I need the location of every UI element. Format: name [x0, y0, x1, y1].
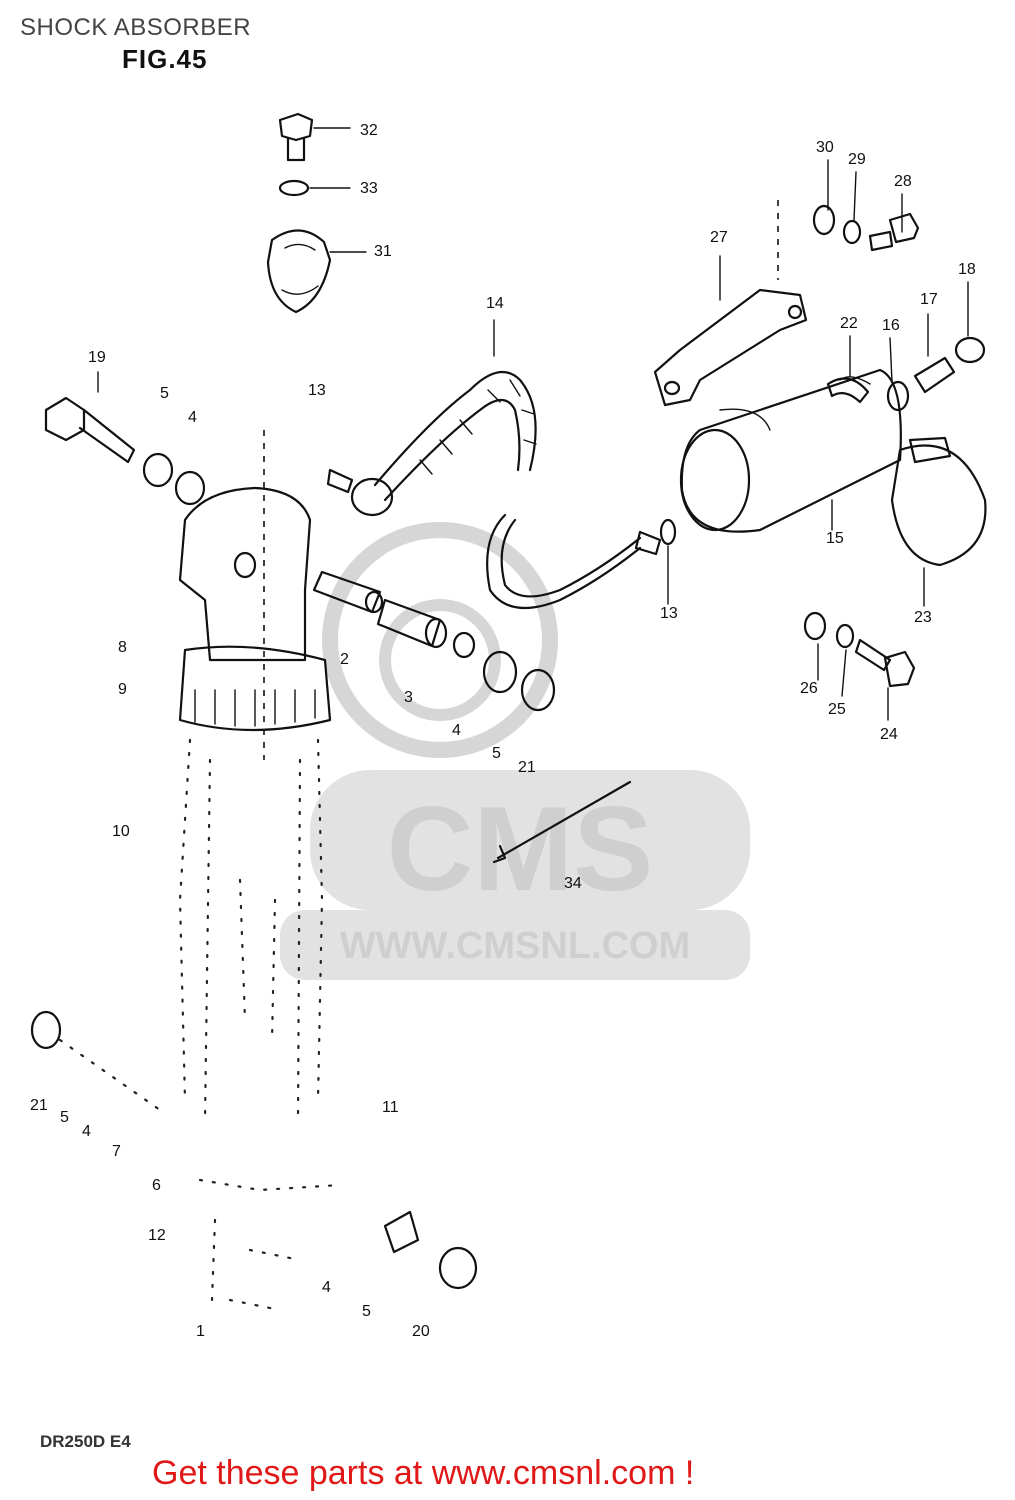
callout-5-lower: 5: [60, 1109, 69, 1126]
callout-12: 12: [148, 1227, 166, 1244]
callout-25: 25: [828, 701, 846, 718]
callout-4-bottom: 4: [322, 1279, 331, 1296]
cap-18: [954, 336, 986, 364]
figure-label: FIG.45: [122, 44, 208, 74]
washer-29: [842, 219, 862, 245]
callout-13-right: 13: [660, 605, 678, 622]
callout-4-top: 4: [188, 409, 197, 426]
bushing-21-lower: [30, 1010, 162, 1112]
spacer-5-top: [142, 452, 174, 488]
bushing-21: [520, 668, 556, 712]
reservoir-15: [679, 368, 902, 533]
callout-24: 24: [880, 726, 898, 743]
hose-lower: [486, 513, 662, 610]
watermark-logo-text: CMS: [387, 782, 654, 916]
callout-7: 7: [112, 1143, 121, 1160]
callout-6: 6: [152, 1177, 161, 1194]
cmsnl-parts-link[interactable]: Get these parts at www.cmsnl.com !: [152, 1454, 695, 1492]
callout-5-bottom: 5: [362, 1303, 371, 1320]
watermark-url: WWW.CMSNL.COM: [340, 925, 690, 967]
callout-28: 28: [894, 173, 912, 190]
callout-17: 17: [920, 291, 938, 308]
callout-2: 2: [340, 651, 349, 668]
callout-11: 11: [382, 1099, 399, 1116]
washer-26: [803, 611, 827, 641]
callout-1: 1: [196, 1323, 205, 1340]
callout-19: 19: [88, 349, 106, 366]
callout-20: 20: [412, 1323, 430, 1340]
callout-33: 33: [360, 180, 378, 197]
watermark: CMS WWW.CMSNL.COM: [280, 522, 750, 980]
callout-34: 34: [564, 875, 582, 892]
collar-2: [312, 570, 384, 614]
callout-29: 29: [848, 151, 866, 168]
oring-4-top: [174, 470, 206, 506]
callout-14: 14: [486, 295, 504, 312]
callout-30: 30: [816, 139, 834, 156]
callout-26: 26: [800, 680, 818, 697]
shock-absorber-body: [178, 430, 342, 1312]
callout-5-top: 5: [160, 385, 169, 402]
spacer-5-mid: [482, 650, 518, 694]
bolt-28: [868, 212, 920, 252]
callout-21-lower: 21: [30, 1097, 48, 1114]
callout-labels: 32 33 31 14 30 29 28 27 18 17 22 16 19 5…: [30, 122, 976, 1340]
leader-lines: [97, 127, 969, 721]
callout-3: 3: [404, 689, 413, 706]
pin-34: [492, 780, 632, 864]
washer-25: [835, 623, 855, 649]
model-code: DR250D E4: [40, 1432, 131, 1451]
callout-15: 15: [826, 530, 844, 547]
callout-5-mid: 5: [492, 745, 501, 762]
oring-4-mid: [452, 631, 476, 659]
hose-14: [326, 370, 537, 517]
washer-30: [812, 204, 836, 236]
clamp-31: [266, 229, 332, 314]
bolt-19: [44, 396, 136, 464]
callout-13-top: 13: [308, 382, 326, 399]
callout-16: 16: [882, 317, 900, 334]
page-title: SHOCK ABSORBER: [20, 14, 252, 41]
bolt-24: [854, 638, 916, 688]
washer-33: [278, 179, 310, 197]
callout-8: 8: [118, 639, 127, 656]
washer-13b: [659, 518, 677, 546]
clamp-23: [890, 436, 987, 567]
washer-16: [886, 380, 910, 412]
spacer-20: [383, 1210, 478, 1290]
callout-10: 10: [112, 823, 130, 840]
callout-18: 18: [958, 261, 976, 278]
callout-23: 23: [914, 609, 932, 626]
callout-21-mid: 21: [518, 759, 536, 776]
callout-22: 22: [840, 315, 858, 332]
band-22: [826, 377, 870, 404]
collar-3: [376, 598, 448, 649]
callout-31: 31: [374, 243, 392, 260]
callout-9: 9: [118, 681, 127, 698]
bracket-27: [653, 200, 808, 407]
bolt-32: [278, 112, 314, 162]
callout-4-mid: 4: [452, 722, 461, 739]
callout-4-lower: 4: [82, 1123, 91, 1140]
callout-32: 32: [360, 122, 378, 139]
fitting-17: [913, 356, 956, 394]
callout-27: 27: [710, 229, 728, 246]
